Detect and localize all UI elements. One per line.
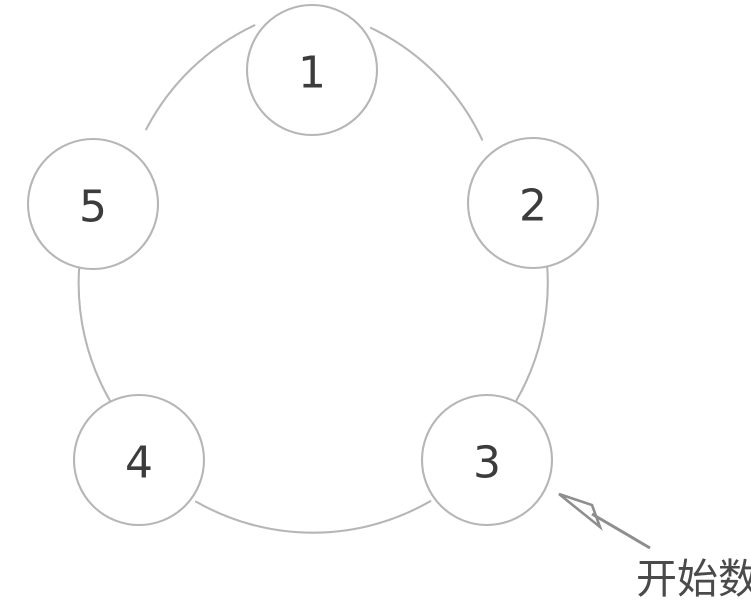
edge-5-to-1-arc bbox=[145, 24, 256, 131]
node-label-2: 2 bbox=[519, 181, 547, 232]
annotation-arrow bbox=[558, 492, 651, 550]
node-circle-1[interactable] bbox=[245, 3, 379, 137]
node-label-5: 5 bbox=[79, 182, 107, 233]
arrow-shaft-line bbox=[591, 512, 651, 550]
arrow-head-icon bbox=[558, 492, 603, 531]
nodes-group bbox=[26, 3, 600, 527]
edge-1-to-2-arc bbox=[369, 26, 484, 141]
node-circle-3[interactable] bbox=[420, 393, 554, 527]
ring-arcs bbox=[77, 24, 549, 534]
node-label-4: 4 bbox=[125, 438, 153, 489]
node-circle-2[interactable] bbox=[466, 136, 600, 270]
annotation-caption: 开始数 bbox=[636, 555, 751, 603]
node-circle-4[interactable] bbox=[72, 393, 206, 527]
node-label-3: 3 bbox=[473, 438, 501, 489]
node-label-1: 1 bbox=[298, 48, 326, 99]
edge-4-to-5-arc bbox=[77, 266, 112, 402]
edge-2-to-3-arc bbox=[514, 265, 549, 403]
edge-3-to-4-arc bbox=[194, 500, 432, 534]
node-labels-group: 1 2 3 4 5 bbox=[79, 48, 547, 489]
node-circle-5[interactable] bbox=[26, 137, 160, 271]
